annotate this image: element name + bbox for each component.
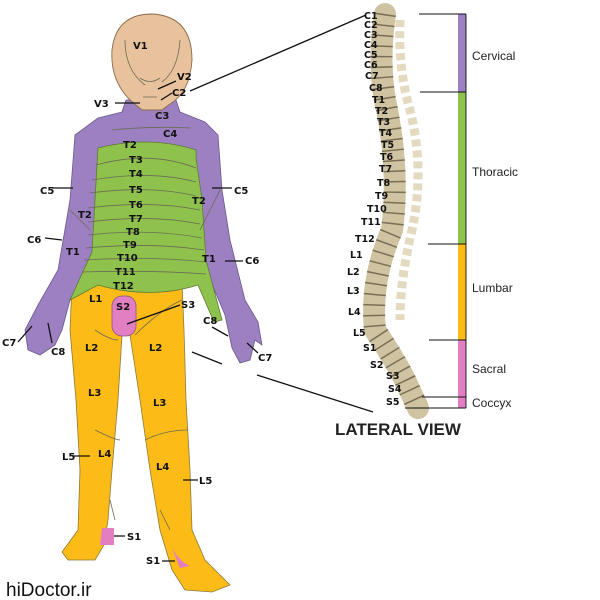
region-sacral: Sacral: [472, 362, 506, 376]
spine-label-t1: T1: [372, 95, 385, 106]
spine-label-t8: T8: [377, 178, 390, 189]
spine-label-t10: T10: [367, 204, 387, 215]
label-t2: T2: [123, 140, 137, 151]
watermark: hiDoctor.ir: [6, 580, 92, 600]
region-coccyx: Coccyx: [472, 396, 511, 410]
spine-label-s5: S5: [386, 397, 399, 408]
label-t8: T8: [126, 227, 140, 238]
label-c5-left: C5: [40, 186, 54, 197]
spine-label-t9: T9: [375, 191, 388, 202]
label-l2-left: L2: [85, 343, 98, 354]
spine-label-t3: T3: [377, 117, 390, 128]
spine-label-c3: C3: [364, 30, 378, 41]
spine-label-t4: T4: [379, 128, 392, 139]
lateral-view-title: LATERAL VIEW: [335, 420, 462, 439]
label-t4: T4: [129, 169, 143, 180]
label-s1-left: S1: [127, 532, 141, 543]
label-t1-left: T1: [66, 247, 80, 258]
spine-label-l1: L1: [350, 250, 363, 261]
label-t12: T12: [113, 281, 134, 292]
spine-label-l5: L5: [353, 328, 366, 339]
spine-label-s3: S3: [386, 371, 399, 382]
label-t2-right-arm: T2: [192, 196, 206, 207]
spine-labels: C1C2C3C4C5C6C7C8T1T2T3T4T5T6T7T8T9T10T11…: [347, 11, 402, 408]
s1-left-foot: [100, 528, 114, 545]
spine-label-t12: T12: [355, 234, 375, 245]
spine-label-c8: C8: [369, 83, 383, 94]
s1-right-foot: [172, 548, 190, 568]
spine-label-t7: T7: [379, 164, 392, 175]
label-v1: V1: [133, 41, 148, 52]
region-lumbar: Lumbar: [472, 281, 513, 295]
label-l3-left: L3: [88, 388, 101, 399]
label-l1: L1: [89, 294, 102, 305]
label-t5: T5: [129, 185, 143, 196]
head-trigeminal: [111, 13, 193, 111]
label-s1-right: S1: [146, 556, 160, 567]
bar-cervical: [458, 14, 466, 92]
label-c5-right: C5: [234, 186, 248, 197]
spine-label-c4: C4: [364, 40, 378, 51]
spine-label-c1: C1: [364, 11, 378, 22]
label-c6-right: C6: [245, 256, 259, 267]
spine-label-t5: T5: [381, 140, 394, 151]
label-c2: C2: [172, 88, 186, 99]
spine-label-s1: S1: [363, 343, 376, 354]
label-t1-right: T1: [202, 254, 216, 265]
label-v3: V3: [94, 99, 109, 110]
spine-label-l2: L2: [347, 267, 360, 278]
spine-label-c5: C5: [364, 50, 378, 61]
label-l4-right: L4: [156, 462, 169, 473]
lumbar-region: [61, 281, 231, 593]
bar-thoracic: [458, 92, 466, 244]
spine-illustration: [363, 3, 429, 419]
label-t9: T9: [123, 240, 137, 251]
label-l5-right: L5: [199, 476, 212, 487]
label-c8-right: C8: [203, 316, 217, 327]
label-c4: C4: [163, 129, 177, 140]
body-labels: V1 V2 C2 V3 C3 C4 T2 T3 T4 T5 T6 T7 T8 T…: [2, 14, 374, 567]
label-c7-right: C7: [258, 353, 272, 364]
spine-label-t11: T11: [361, 217, 381, 228]
spine-label-c7: C7: [365, 71, 379, 82]
region-thoracic: Thoracic: [472, 165, 518, 179]
label-t7: T7: [129, 214, 143, 225]
label-l4-left: L4: [98, 449, 111, 460]
label-t3: T3: [129, 155, 143, 166]
spine-label-s4: S4: [388, 384, 402, 395]
region-cervical: Cervical: [472, 49, 515, 63]
label-s3: S3: [181, 300, 195, 311]
spine-label-c2: C2: [364, 20, 378, 31]
bar-lumbar: [458, 244, 466, 340]
label-c6-left: C6: [27, 235, 41, 246]
bar-sacral-coccyx: [458, 340, 466, 408]
label-t10: T10: [117, 253, 138, 264]
label-c8-left: C8: [51, 347, 65, 358]
label-t11: T11: [115, 267, 136, 278]
label-t2-left-arm: T2: [78, 210, 92, 221]
label-l3-right: L3: [153, 398, 166, 409]
label-t6: T6: [129, 200, 143, 211]
label-l2-right: L2: [149, 343, 162, 354]
spine-label-t6: T6: [380, 152, 393, 163]
label-v2: V2: [177, 72, 192, 83]
spine-label-t2: T2: [375, 106, 388, 117]
region-bar: Cervical Thoracic Lumbar Sacral Coccyx: [405, 13, 518, 410]
label-s2: S2: [116, 302, 130, 313]
spine-label-l4: L4: [348, 307, 361, 318]
spine-label-c6: C6: [364, 60, 378, 71]
label-c7-left: C7: [2, 338, 16, 349]
s2-region: [111, 295, 137, 337]
body-figure: [24, 13, 263, 593]
label-c3: C3: [155, 111, 169, 122]
spine-label-l3: L3: [347, 286, 360, 297]
spine-label-s2: S2: [370, 360, 383, 371]
label-l5-left: L5: [62, 452, 75, 463]
